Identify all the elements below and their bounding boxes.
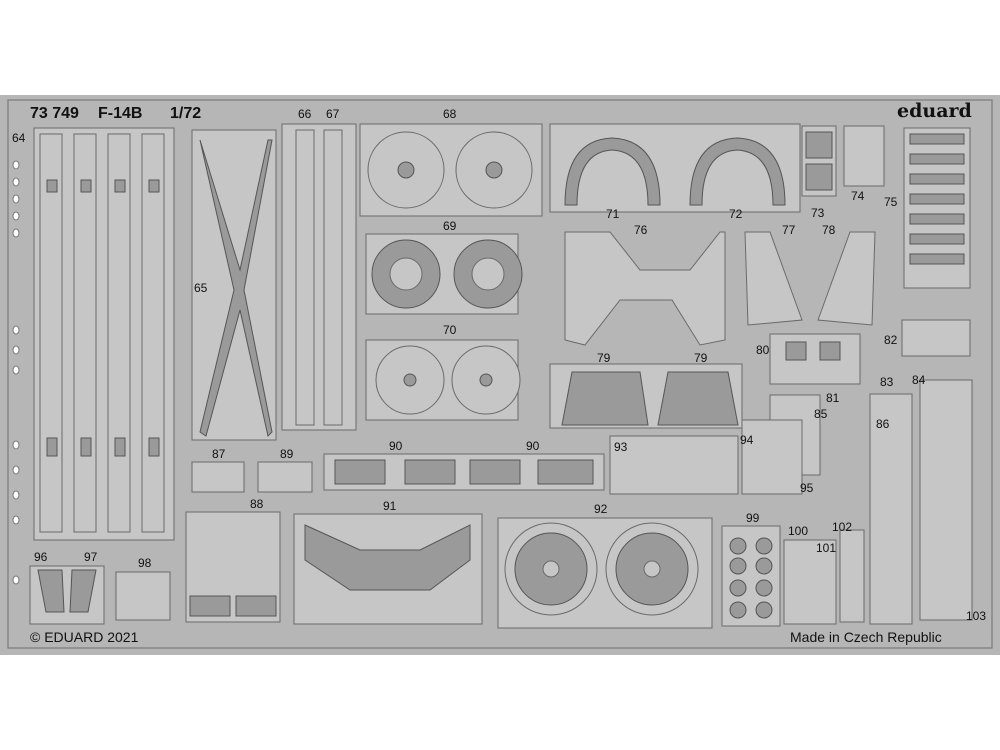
label-97: 97 [84,550,98,564]
label-76: 76 [634,223,648,237]
label-87: 87 [212,447,226,461]
label-96: 96 [34,550,48,564]
set-number: 73 749 [30,105,79,122]
part-70-wheels [365,339,521,421]
label-85: 85 [814,407,828,421]
part-82 [901,319,971,357]
label-66: 66 [298,107,312,121]
part-90-strip [323,453,605,491]
part-68-wheels [359,123,543,217]
part-64-strips [33,127,175,541]
label-90a: 90 [389,439,403,453]
label-78: 78 [822,223,836,237]
part-88 [185,511,281,623]
label-86: 86 [876,417,890,431]
label-69: 69 [443,219,457,233]
origin: Made in Czech Republic [790,629,942,645]
part-80-81 [769,333,861,385]
label-103: 103 [966,609,986,623]
brand-logo: eduard [897,100,972,122]
label-84: 84 [912,373,926,387]
label-88: 88 [250,497,264,511]
label-80: 80 [756,343,770,357]
scale: 1/72 [170,105,201,122]
label-75: 75 [884,195,898,209]
part-69-wheels [365,233,523,315]
label-90b: 90 [526,439,540,453]
label-74: 74 [851,189,865,203]
part-65-x-brace [191,129,277,441]
part-99-discs [721,525,781,627]
part-91-panel [293,513,483,625]
part-87 [191,461,245,493]
part-arches [549,123,801,213]
label-73: 73 [811,206,825,220]
label-65: 65 [194,281,208,295]
label-72: 72 [729,207,743,221]
label-89: 89 [280,447,294,461]
part-66-67-rails [281,123,357,431]
label-70: 70 [443,323,457,337]
label-79a: 79 [597,351,611,365]
label-93: 93 [614,440,628,454]
part-89 [257,461,313,493]
label-102: 102 [832,520,852,534]
label-79b: 79 [694,351,708,365]
label-99: 99 [746,511,760,525]
label-68: 68 [443,107,457,121]
label-101: 101 [816,541,836,555]
label-82: 82 [884,333,898,347]
label-95: 95 [800,481,814,495]
label-83: 83 [880,375,894,389]
label-94: 94 [740,433,754,447]
label-64: 64 [12,131,26,145]
part-75-tabs [903,127,971,289]
label-77: 77 [782,223,796,237]
part-96-97 [29,565,105,625]
part-98 [115,571,171,621]
model-name: F-14B [98,105,142,122]
part-73-74 [801,125,885,197]
label-92: 92 [594,502,608,516]
part-77-78 [744,231,876,326]
label-81: 81 [826,391,840,405]
label-91: 91 [383,499,397,513]
part-79-panels [549,363,743,429]
label-100: 100 [788,524,808,538]
copyright: © EDUARD 2021 [30,629,139,645]
part-93-94 [609,419,803,495]
part-92-discs [497,517,713,629]
label-71: 71 [606,207,620,221]
part-100-102 [783,529,865,625]
fret-inner-border [7,99,993,649]
label-67: 67 [326,107,340,121]
drop-holes-left [12,160,20,585]
part-76-panel [564,231,726,346]
label-98: 98 [138,556,152,570]
